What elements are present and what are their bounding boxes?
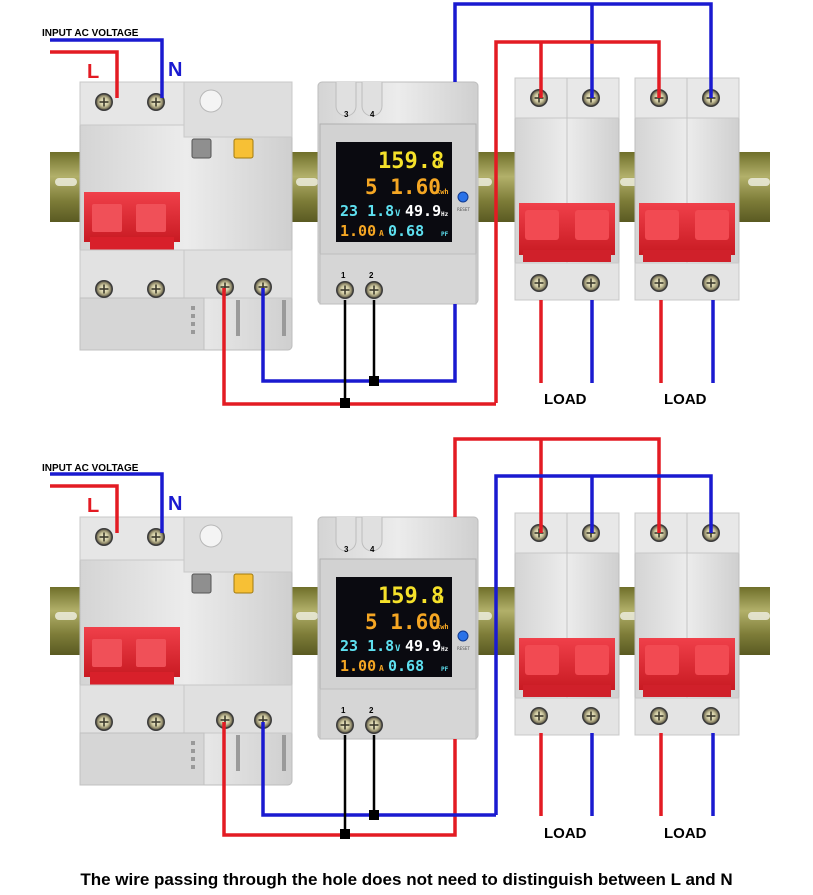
rcbo-breaker (79, 516, 293, 786)
line-label: L (87, 61, 99, 83)
energy-meter: 3 4 159.8 W 5 1.60 kwh 23 1.8 V 49.9 Hz … (317, 516, 479, 740)
power-reading: 159.8 (378, 584, 444, 609)
reset-button[interactable] (457, 191, 469, 203)
reset-button[interactable] (457, 630, 469, 642)
terminal-2-label: 2 (369, 271, 374, 280)
frequency-reading: 49.9 (405, 637, 441, 655)
voltage-reading: 23 1.8 (340, 202, 394, 220)
load-label-1: LOAD (544, 391, 587, 408)
input-ac-voltage-label: INPUT AC VOLTAGE (42, 28, 139, 39)
neutral-label: N (168, 493, 182, 515)
input-ac-voltage-label: INPUT AC VOLTAGE (42, 463, 139, 474)
terminal-3-label: 3 (344, 110, 349, 119)
frequency-unit: Hz (441, 646, 449, 653)
mcb-breaker-1 (514, 512, 620, 736)
caption: The wire passing through the hole does n… (80, 870, 733, 889)
terminal-4-label: 4 (370, 110, 375, 119)
load-label-2: LOAD (664, 391, 707, 408)
diagram-bottom: 3 4 159.8 W 5 1.60 kwh 23 1.8 V 49.9 Hz … (42, 437, 770, 842)
mcb-breaker-1 (514, 77, 620, 301)
power-factor-reading: 0.68 (388, 222, 424, 240)
wires-top (50, 2, 715, 406)
current-reading: 1.00 (340, 222, 376, 240)
power-factor-unit: PF (441, 666, 449, 673)
current-unit: A (379, 229, 384, 238)
terminal-2-label: 2 (369, 706, 374, 715)
line-label: L (87, 495, 99, 517)
neutral-label: N (168, 59, 182, 81)
reset-label: RESET (457, 646, 470, 651)
power-reading: 159.8 (378, 149, 444, 174)
frequency-unit: Hz (441, 211, 449, 218)
power-unit: W (438, 161, 444, 171)
terminal-3-label: 3 (344, 545, 349, 554)
power-factor-unit: PF (441, 231, 449, 238)
terminal-1-label: 1 (341, 706, 346, 715)
terminal-1-label: 1 (341, 271, 346, 280)
power-unit: W (438, 596, 444, 606)
diagram-top: 3 4 159.8 W 5 1.60 kwh 23 1.8 V 49.9 Hz … (42, 2, 770, 408)
energy-unit: kwh (436, 623, 449, 631)
terminal-4-label: 4 (370, 545, 375, 554)
power-factor-reading: 0.68 (388, 657, 424, 675)
energy-unit: kwh (436, 188, 449, 196)
wires-bottom (50, 437, 715, 837)
voltage-reading: 23 1.8 (340, 637, 394, 655)
load-label-2: LOAD (664, 825, 707, 842)
energy-meter: 3 4 159.8 W 5 1.60 kwh 23 1.8 V 49.9 Hz … (317, 81, 479, 305)
mcb-breaker-2 (634, 77, 740, 301)
load-label-1: LOAD (544, 825, 587, 842)
mcb-breaker-2 (634, 512, 740, 736)
energy-reading: 5 1.60 (365, 610, 441, 634)
energy-reading: 5 1.60 (365, 175, 441, 199)
voltage-unit: V (395, 209, 401, 219)
current-unit: A (379, 664, 384, 673)
rcbo-breaker (79, 81, 293, 351)
frequency-reading: 49.9 (405, 202, 441, 220)
reset-label: RESET (457, 207, 470, 212)
voltage-unit: V (395, 644, 401, 654)
current-reading: 1.00 (340, 657, 376, 675)
